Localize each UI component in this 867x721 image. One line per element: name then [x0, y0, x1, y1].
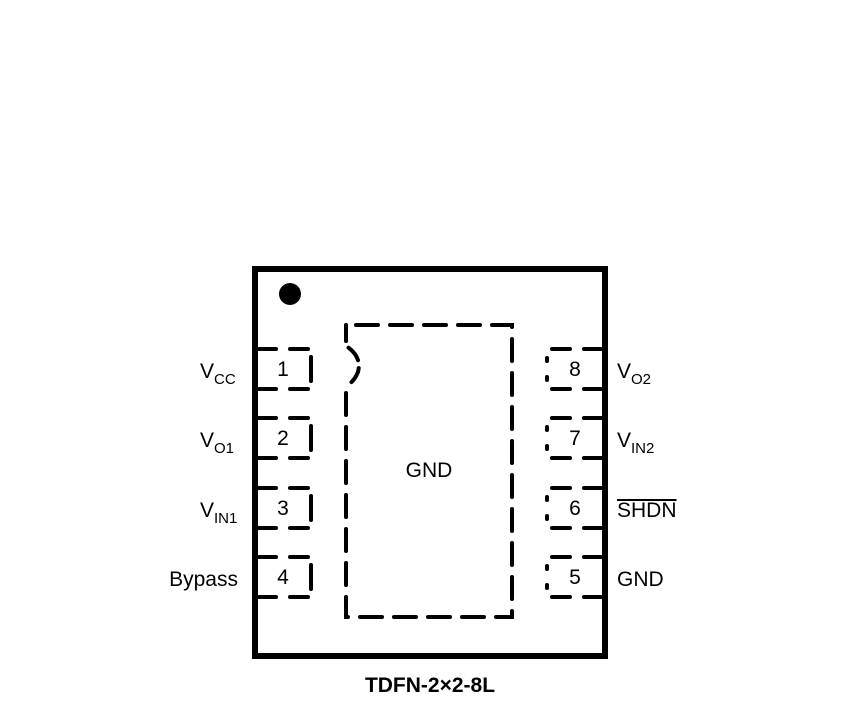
pin-label-main: V — [617, 429, 631, 452]
pin-label-main: V — [200, 429, 214, 452]
pin-number: 6 — [569, 497, 581, 520]
pin-number: 5 — [569, 566, 581, 589]
center-pad-label: GND — [406, 459, 453, 482]
pin-4: 4 Bypass — [169, 555, 313, 599]
pin-label-sub: O2 — [631, 371, 651, 388]
pin-label-sub: IN1 — [214, 510, 237, 527]
pin-label-2: VO1 — [200, 429, 234, 457]
pin-label-8: VO2 — [617, 360, 651, 388]
pin-pad-top — [545, 416, 604, 432]
pin-pad-top — [545, 555, 604, 571]
pin-number: 3 — [277, 497, 289, 520]
pin-pad-bottom — [545, 375, 604, 391]
pin-1: 1 VCC — [200, 347, 313, 391]
exposed-pad: GND — [344, 323, 514, 619]
pin-label-main: Bypass — [169, 568, 238, 591]
pin-pad-bottom — [545, 514, 604, 530]
pin-pad-top — [545, 347, 604, 363]
pin1-indicator-dot — [279, 283, 301, 305]
exposed-pad-outline — [344, 323, 514, 619]
pin-label-main: V — [200, 499, 214, 522]
pin-number: 2 — [277, 427, 289, 450]
pin-7: 7 VIN2 — [545, 416, 654, 460]
pin-label-sub: IN2 — [631, 440, 654, 457]
pin-pad-bottom — [545, 444, 604, 460]
pin-number: 4 — [277, 566, 289, 589]
package-caption: TDFN-2×2-8L — [365, 674, 495, 697]
pin-label-main: SHDN — [617, 499, 677, 522]
pin-2: 2 VO1 — [200, 416, 313, 460]
pin-pad-top — [545, 486, 604, 502]
pin-5: 5 GND — [545, 555, 664, 599]
pin-label-main: V — [617, 360, 631, 383]
pin-6: 6 SHDN — [545, 486, 677, 530]
pin-label-sub: O1 — [214, 440, 234, 457]
pin-label-main: V — [200, 360, 214, 383]
exposed-pad-notch — [344, 323, 361, 388]
pin-label-5: GND — [617, 568, 664, 591]
pin-label-1: VCC — [200, 360, 236, 388]
pin-label-3: VIN1 — [200, 499, 237, 527]
pin-pad-bottom — [545, 583, 604, 599]
pin-3: 3 VIN1 — [200, 486, 313, 530]
pin-label-6: SHDN — [617, 499, 677, 522]
pin-8: 8 VO2 — [545, 347, 651, 391]
pin-number: 7 — [569, 427, 581, 450]
pin-label-main: GND — [617, 568, 664, 591]
package-outline — [252, 266, 608, 659]
pin-number: 8 — [569, 358, 581, 381]
pin-number: 1 — [277, 358, 289, 381]
pin-label-4: Bypass — [169, 568, 238, 591]
pin-label-sub: CC — [214, 371, 236, 388]
pin-label-7: VIN2 — [617, 429, 654, 457]
